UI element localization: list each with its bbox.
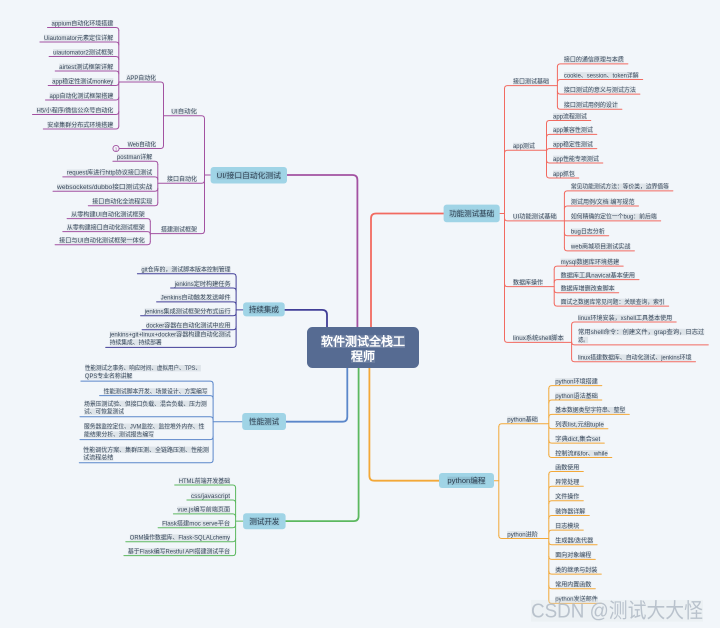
svg-text:web商城项目测试实战: web商城项目测试实战: [570, 243, 631, 251]
svg-text:列表list,元组tuple: 列表list,元组tuple: [555, 421, 604, 429]
svg-text:Jenkins自动触发发送邮件: Jenkins自动触发发送邮件: [161, 294, 231, 302]
svg-text:接口的通信原理与本质: 接口的通信原理与本质: [564, 56, 624, 64]
svg-text:postman详解: postman详解: [117, 153, 152, 161]
svg-text:常见功能测试方法：等价类，边界值等: 常见功能测试方法：等价类，边界值等: [571, 183, 669, 191]
svg-text:Web自动化: Web自动化: [128, 140, 156, 148]
svg-text:数据库操作: 数据库操作: [513, 278, 543, 286]
svg-text:接口与UI自动化测试框架一体化: 接口与UI自动化测试框架一体化: [59, 237, 145, 245]
svg-text:能结果分析、测试报告编写: 能结果分析、测试报告编写: [84, 431, 154, 439]
svg-text:git仓库的，测试脚本版本控制管理: git仓库的，测试脚本版本控制管理: [141, 266, 230, 274]
svg-text:python语法基础: python语法基础: [555, 392, 598, 400]
svg-text:jenkins+git+linux+docker容器构建自动: jenkins+git+linux+docker容器构建自动化测试: [109, 331, 231, 339]
svg-text:安卓集群分布式环境搭建: 安卓集群分布式环境搭建: [47, 121, 113, 129]
svg-text:试流程总结: 试流程总结: [83, 454, 113, 462]
svg-text:装饰器详解: 装饰器详解: [555, 507, 585, 515]
svg-text:接口自动化全流程实现: 接口自动化全流程实现: [92, 198, 152, 206]
svg-text:接口测试的意义与测试方法: 接口测试的意义与测试方法: [564, 86, 636, 94]
svg-text:mysql数据库环境搭建: mysql数据库环境搭建: [561, 258, 620, 266]
svg-text:常用内置函数: 常用内置函数: [555, 581, 591, 589]
svg-text:接口测试基础: 接口测试基础: [513, 77, 549, 85]
svg-text:websockets/dubbo接口测试实战: websockets/dubbo接口测试实战: [56, 183, 152, 191]
svg-text:vue.js编写前端页面: vue.js编写前端页面: [177, 506, 230, 514]
svg-text:接口测试用例的设计: 接口测试用例的设计: [564, 101, 618, 109]
svg-text:生成器/迭代器: 生成器/迭代器: [555, 537, 593, 545]
svg-text:Uiautomator元素定位详解: Uiautomator元素定位详解: [44, 34, 113, 42]
svg-text:文件操作: 文件操作: [555, 493, 579, 501]
svg-text:性能调优方案、集群压测、全链路压测、性能测: 性能调优方案、集群压测、全链路压测、性能测: [83, 446, 209, 454]
svg-text:jenkins集成测试框架分布式运行: jenkins集成测试框架分布式运行: [144, 308, 231, 316]
svg-text:性能测试之事务、响应时间、虚拟用户、TPS、: 性能测试之事务、响应时间、虚拟用户、TPS、: [85, 364, 201, 372]
svg-text:CSDN @测试大大怪: CSDN @测试大大怪: [531, 600, 703, 623]
svg-text:app自动化测试框架搭建: app自动化测试框架搭建: [50, 92, 114, 100]
svg-text:appium自动化环境搭建: appium自动化环境搭建: [52, 19, 114, 27]
svg-text:面试之数据库常见问题：关联查询，索引: 面试之数据库常见问题：关联查询，索引: [561, 298, 665, 306]
svg-text:ORM操作数据库、Flask-SQLALchemy: ORM操作数据库、Flask-SQLALchemy: [130, 534, 230, 542]
svg-text:APP自动化: APP自动化: [127, 74, 157, 82]
svg-text:python环境搭建: python环境搭建: [555, 377, 598, 385]
svg-text:程师: 程师: [351, 348, 375, 363]
svg-text:app测试: app测试: [513, 142, 535, 150]
svg-text:jenkins定时构建任务: jenkins定时构建任务: [174, 280, 231, 288]
svg-text:python编程: python编程: [447, 475, 486, 485]
svg-text:持续集成、持续部署: 持续集成、持续部署: [110, 338, 162, 346]
svg-text:功能测试基础: 功能测试基础: [449, 208, 494, 218]
svg-text:bug日志分析: bug日志分析: [571, 228, 605, 236]
svg-text:接口自动化: 接口自动化: [167, 175, 197, 183]
svg-text:类的继承与封装: 类的继承与封装: [555, 566, 597, 574]
svg-text:app抓包: app抓包: [553, 170, 575, 178]
svg-text:python发送邮件: python发送邮件: [555, 595, 598, 603]
svg-text:日志模块: 日志模块: [555, 522, 579, 530]
svg-text:字典dict,集合set: 字典dict,集合set: [555, 435, 600, 443]
svg-text:QPS专业名称讲解: QPS专业名称讲解: [85, 372, 132, 380]
svg-text:如何精确的定位一个bug：前后端: 如何精确的定位一个bug：前后端: [571, 213, 657, 221]
svg-text:python基础: python基础: [507, 416, 538, 424]
svg-text:cookie、session、token详解: cookie、session、token详解: [564, 71, 639, 79]
svg-text:从零构建接口自动化测试框架: 从零构建接口自动化测试框架: [67, 223, 145, 231]
svg-text:从零构建UI自动化测试框架: 从零构建UI自动化测试框架: [71, 210, 145, 218]
svg-text:搭建测试框架: 搭建测试框架: [161, 225, 197, 233]
svg-text:数据库工具navicat基本使用: 数据库工具navicat基本使用: [561, 271, 635, 279]
svg-text:UI功能测试基础: UI功能测试基础: [513, 213, 557, 221]
svg-text:UI/接口自动化测试: UI/接口自动化测试: [217, 170, 282, 180]
svg-text:试、可恢复测试: 试、可恢复测试: [84, 408, 124, 416]
svg-text:面向对象编程: 面向对象编程: [555, 551, 591, 559]
svg-text:linux环境安装，xshell工具基本使用: linux环境安装，xshell工具基本使用: [578, 314, 672, 322]
svg-text:控制流if&for、while: 控制流if&for、while: [555, 449, 608, 457]
svg-text:H5/小程序/微信公众号自动化: H5/小程序/微信公众号自动化: [37, 106, 114, 114]
svg-text:app兼容性测试: app兼容性测试: [553, 126, 593, 134]
svg-text:docker容器在自动化测试中应用: docker容器在自动化测试中应用: [146, 322, 231, 330]
svg-text:异常处理: 异常处理: [555, 478, 579, 486]
svg-text:app稳定性测试: app稳定性测试: [553, 140, 593, 148]
svg-text:性能测试: 性能测试: [249, 416, 279, 426]
svg-text:软件测试全栈工: 软件测试全栈工: [321, 334, 405, 349]
svg-text:linux系统shell脚本: linux系统shell脚本: [513, 334, 564, 342]
svg-text:HTML前端开发基础: HTML前端开发基础: [179, 477, 230, 485]
svg-text:app流程测试: app流程测试: [553, 112, 587, 120]
svg-text:性能测试脚本开发、场景设计、方案编写: 性能测试脚本开发、场景设计、方案编写: [104, 387, 208, 395]
svg-text:Flask搭建moc serve平台: Flask搭建moc serve平台: [162, 520, 230, 528]
svg-text:常用shell命令：创建文件，grap查询，日志过: 常用shell命令：创建文件，grap查询，日志过: [578, 328, 704, 336]
svg-text:uiautomator2测试框架: uiautomator2测试框架: [53, 48, 113, 56]
svg-text:1: 1: [115, 146, 118, 151]
svg-text:linux搭建数据库、自动化测试、jenkins环境: linux搭建数据库、自动化测试、jenkins环境: [578, 354, 691, 362]
svg-text:场景压测试验、但接口负载、混合负载、压力测: 场景压测试验、但接口负载、混合负载、压力测: [84, 400, 207, 408]
svg-text:css/javascript: css/javascript: [191, 494, 231, 500]
svg-text:app性能专项测试: app性能专项测试: [553, 155, 599, 163]
svg-text:数据库增删改查脚本: 数据库增删改查脚本: [561, 285, 615, 293]
svg-text:UI自动化: UI自动化: [171, 108, 197, 116]
svg-text:测试开发: 测试开发: [249, 516, 279, 526]
svg-text:测试用例/文档 编写规范: 测试用例/文档 编写规范: [571, 198, 635, 206]
svg-text:基于Flask编写Restful API搭建测试平台: 基于Flask编写Restful API搭建测试平台: [128, 547, 230, 555]
svg-text:服务器监控定位、JVM监控、监控堆外内存、性: 服务器监控定位、JVM监控、监控堆外内存、性: [84, 423, 204, 431]
svg-text:python进阶: python进阶: [507, 530, 538, 538]
svg-text:request库进行http协议接口测试: request库进行http协议接口测试: [67, 169, 153, 177]
svg-text:app稳定性测试monkey: app稳定性测试monkey: [52, 77, 113, 85]
svg-text:持续集成: 持续集成: [249, 304, 279, 314]
svg-text:基本数据类型字符串、整型: 基本数据类型字符串、整型: [555, 406, 625, 414]
svg-text:airtest测试框架详解: airtest测试框架详解: [59, 63, 113, 71]
svg-text:滤。: 滤。: [578, 336, 588, 344]
svg-text:函数使用: 函数使用: [555, 463, 579, 471]
